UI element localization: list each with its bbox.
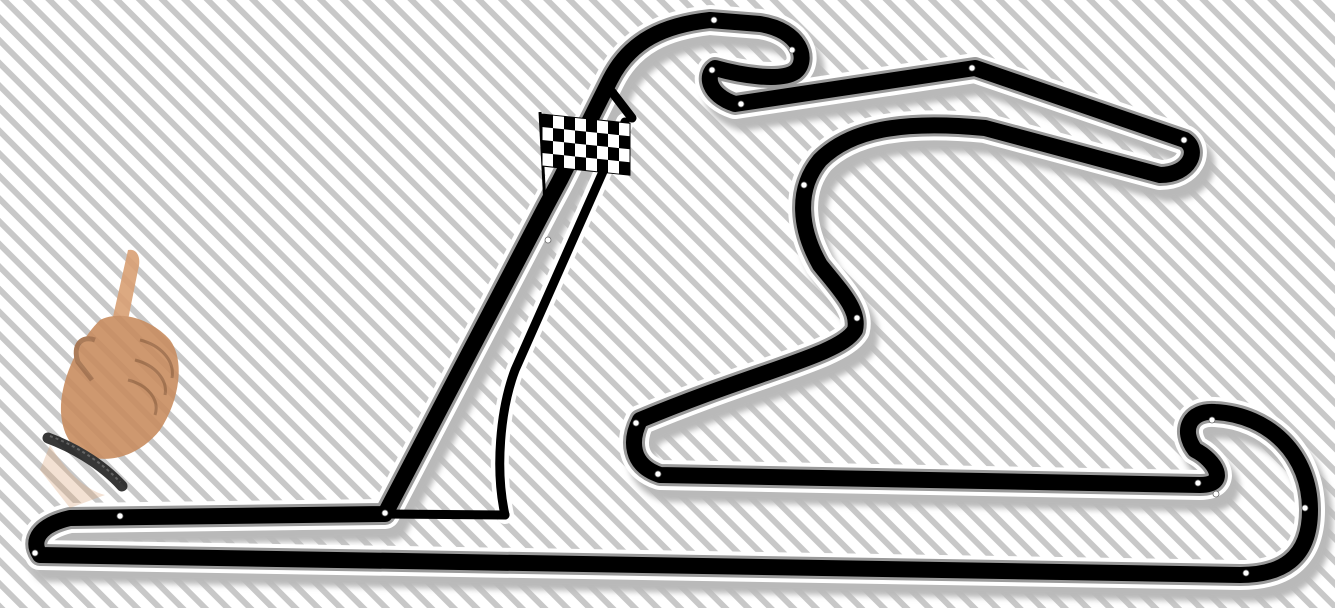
pit-lane-connector — [385, 514, 505, 515]
flag-cloth — [542, 114, 630, 175]
